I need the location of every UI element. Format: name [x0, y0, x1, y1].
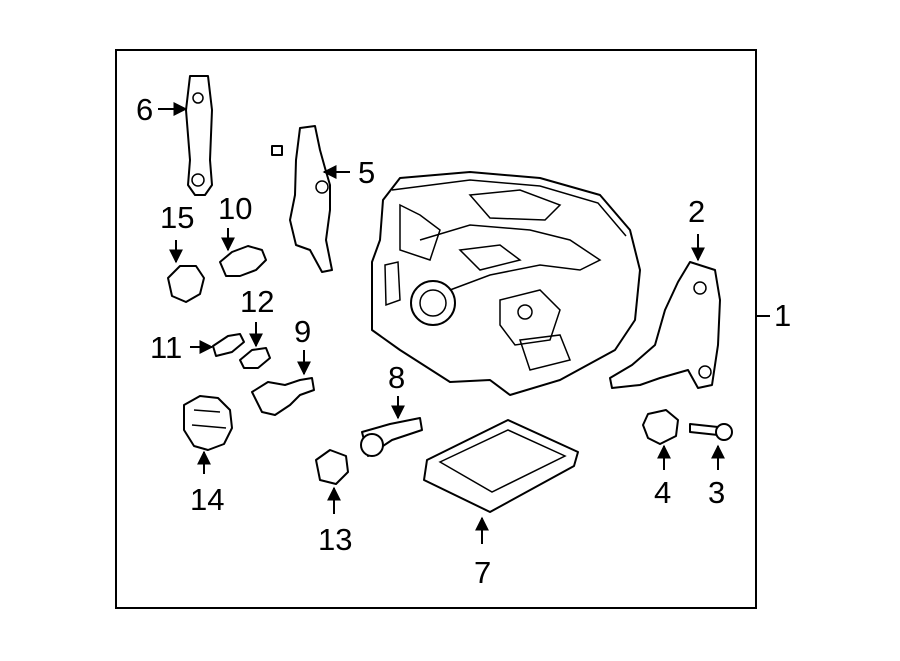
callout-4: 4	[654, 475, 671, 510]
callout-8: 8	[388, 360, 405, 395]
callout-3: 3	[708, 475, 725, 510]
callout-7: 7	[474, 555, 491, 590]
callout-2: 2	[688, 194, 705, 229]
mini-bulb	[212, 333, 245, 357]
callout-11: 11	[150, 330, 182, 365]
side-bracket	[609, 261, 721, 389]
upper-bracket	[271, 125, 333, 273]
callout-5: 5	[358, 155, 375, 190]
headlamp-housing	[371, 171, 641, 396]
callout-10: 10	[218, 191, 252, 226]
callout-13: 13	[318, 522, 352, 557]
headlamp-bulb	[360, 417, 423, 457]
lamp-socket	[315, 449, 349, 485]
wedge-bulb	[219, 245, 267, 277]
screw	[689, 423, 733, 441]
bulb-socket	[251, 377, 315, 416]
ballast-tray	[423, 419, 579, 513]
callout-15: 15	[160, 200, 194, 235]
callout-1: 1	[774, 298, 791, 333]
adjuster-cap	[642, 409, 679, 445]
callout-6: 6	[136, 92, 153, 127]
assembly-frame	[115, 49, 757, 609]
callout-14: 14	[190, 482, 224, 517]
mounting-strip	[185, 75, 213, 196]
callout-12: 12	[240, 284, 274, 319]
dust-cover	[183, 395, 233, 451]
turn-signal-socket	[167, 265, 205, 303]
side-marker-bulb	[239, 347, 271, 369]
callout-9: 9	[294, 314, 311, 349]
